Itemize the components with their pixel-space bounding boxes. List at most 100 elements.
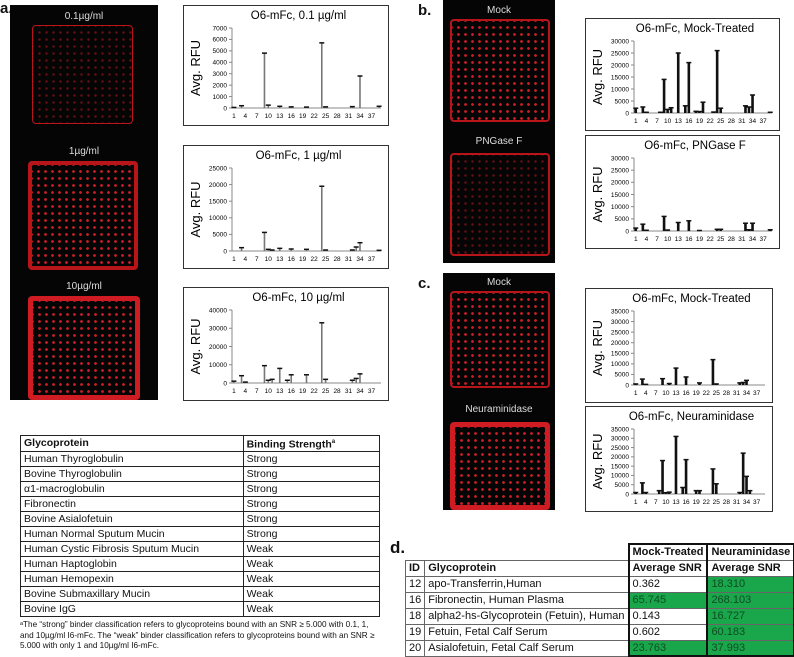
x-tick-label: 37 bbox=[368, 113, 376, 120]
glycoprotein-cell: Bovine Submaxillary Mucin bbox=[21, 586, 244, 601]
x-tick-label: 37 bbox=[753, 499, 761, 506]
y-tick-label: 0 bbox=[625, 228, 629, 235]
glycoprotein-cell: Human Cystic Fibrosis Sputum Mucin bbox=[21, 541, 244, 556]
y-tick-label: 25000 bbox=[209, 165, 227, 172]
neuraminidase-snr-cell: 16.727 bbox=[707, 608, 794, 624]
id-cell: 19 bbox=[406, 624, 425, 640]
bar bbox=[241, 376, 243, 383]
bar bbox=[716, 51, 719, 113]
x-tick-label: 4 bbox=[244, 256, 248, 263]
y-tick-label: 30000 bbox=[611, 155, 629, 162]
x-tick-label: 34 bbox=[743, 499, 751, 506]
x-tick-label: 1 bbox=[634, 390, 638, 397]
y-tick-label: 5000 bbox=[615, 482, 630, 489]
binding-strength-cell: Weak bbox=[243, 541, 379, 556]
y-tick-label: 35000 bbox=[611, 426, 629, 433]
mock-snr-cell: 0.602 bbox=[629, 624, 708, 640]
array-label: 1µg/ml bbox=[10, 146, 158, 157]
binding-strength-cell: Weak bbox=[243, 586, 379, 601]
y-tick-label: 5000 bbox=[213, 232, 228, 239]
y-axis-label: Avg. RFU bbox=[188, 40, 203, 96]
x-tick-label: 25 bbox=[713, 499, 721, 506]
bar bbox=[264, 366, 266, 383]
glycoprotein-cell: Bovine IgG bbox=[21, 601, 244, 616]
column-header: Average SNR bbox=[629, 560, 708, 576]
y-tick-label: 10000 bbox=[611, 473, 629, 480]
x-tick-label: 10 bbox=[265, 256, 273, 263]
blank bbox=[406, 544, 425, 560]
neuraminidase-snr-cell: 18.310 bbox=[707, 576, 794, 592]
x-tick-label: 7 bbox=[654, 499, 658, 506]
binding-strength-cell: Strong bbox=[243, 511, 379, 526]
chart-title: O6-mFc, Neuraminidase bbox=[629, 411, 754, 423]
x-tick-label: 37 bbox=[760, 118, 768, 125]
id-cell: 20 bbox=[406, 640, 425, 656]
x-tick-label: 10 bbox=[662, 499, 670, 506]
mock-snr-cell: 0.362 bbox=[629, 576, 708, 592]
x-tick-label: 1 bbox=[634, 236, 638, 243]
array-label: Mock bbox=[443, 5, 555, 16]
binding-strength-cell: Strong bbox=[243, 496, 379, 511]
y-tick-label: 25000 bbox=[611, 329, 629, 336]
array-label: 10µg/ml bbox=[10, 281, 158, 292]
y-tick-label: 5000 bbox=[615, 216, 630, 223]
bar bbox=[670, 108, 673, 113]
x-tick-label: 25 bbox=[322, 256, 330, 263]
blank bbox=[425, 544, 629, 560]
x-tick-label: 19 bbox=[299, 256, 307, 263]
x-tick-label: 25 bbox=[322, 388, 330, 395]
chart-title: O6-mFc, 1 µg/ml bbox=[256, 150, 342, 162]
x-tick-label: 34 bbox=[743, 390, 751, 397]
bar bbox=[279, 368, 281, 383]
x-tick-label: 34 bbox=[749, 236, 757, 243]
x-tick-label: 1 bbox=[232, 388, 236, 395]
y-tick-label: 10000 bbox=[611, 361, 629, 368]
x-tick-label: 22 bbox=[703, 390, 711, 397]
mock-snr-cell: 23.763 bbox=[629, 640, 708, 656]
bar bbox=[321, 43, 323, 108]
y-axis-label: Avg. RFU bbox=[590, 433, 605, 489]
y-tick-label: 15000 bbox=[209, 199, 227, 206]
y-tick-label: 0 bbox=[223, 105, 227, 112]
y-tick-label: 5000 bbox=[615, 372, 630, 379]
chart-title: O6-mFc, PNGase F bbox=[644, 140, 746, 152]
y-tick-label: 5000 bbox=[615, 98, 630, 105]
x-tick-label: 16 bbox=[288, 113, 296, 120]
y-tick-label: 10000 bbox=[209, 362, 227, 369]
x-tick-label: 19 bbox=[693, 390, 701, 397]
binding-strength-table: Glycoprotein Binding Strengtha Human Thy… bbox=[20, 435, 380, 617]
array-label: 0.1µg/ml bbox=[10, 11, 158, 22]
panel-label-b: b. bbox=[418, 2, 431, 19]
x-tick-label: 4 bbox=[644, 390, 648, 397]
array-slide bbox=[32, 25, 133, 124]
binding-strength-cell: Weak bbox=[243, 601, 379, 616]
bar bbox=[663, 216, 666, 231]
y-tick-label: 15000 bbox=[611, 192, 629, 199]
x-tick-label: 25 bbox=[713, 390, 721, 397]
y-tick-label: 20000 bbox=[611, 62, 629, 69]
x-tick-label: 19 bbox=[696, 236, 704, 243]
x-tick-label: 4 bbox=[244, 113, 248, 120]
x-tick-label: 4 bbox=[244, 388, 248, 395]
y-tick-label: 20000 bbox=[611, 340, 629, 347]
glycoprotein-cell: Asialofetuin, Fetal Calf Serum bbox=[425, 640, 629, 656]
bar bbox=[290, 375, 292, 383]
x-tick-label: 13 bbox=[276, 388, 284, 395]
y-tick-label: 0 bbox=[223, 380, 227, 387]
bar bbox=[642, 107, 645, 113]
y-tick-label: 20000 bbox=[209, 182, 227, 189]
array-slide bbox=[450, 153, 550, 256]
y-tick-label: 4000 bbox=[213, 60, 228, 67]
glycoprotein-cell: Fetuin, Fetal Calf Serum bbox=[425, 624, 629, 640]
x-tick-label: 10 bbox=[664, 118, 672, 125]
